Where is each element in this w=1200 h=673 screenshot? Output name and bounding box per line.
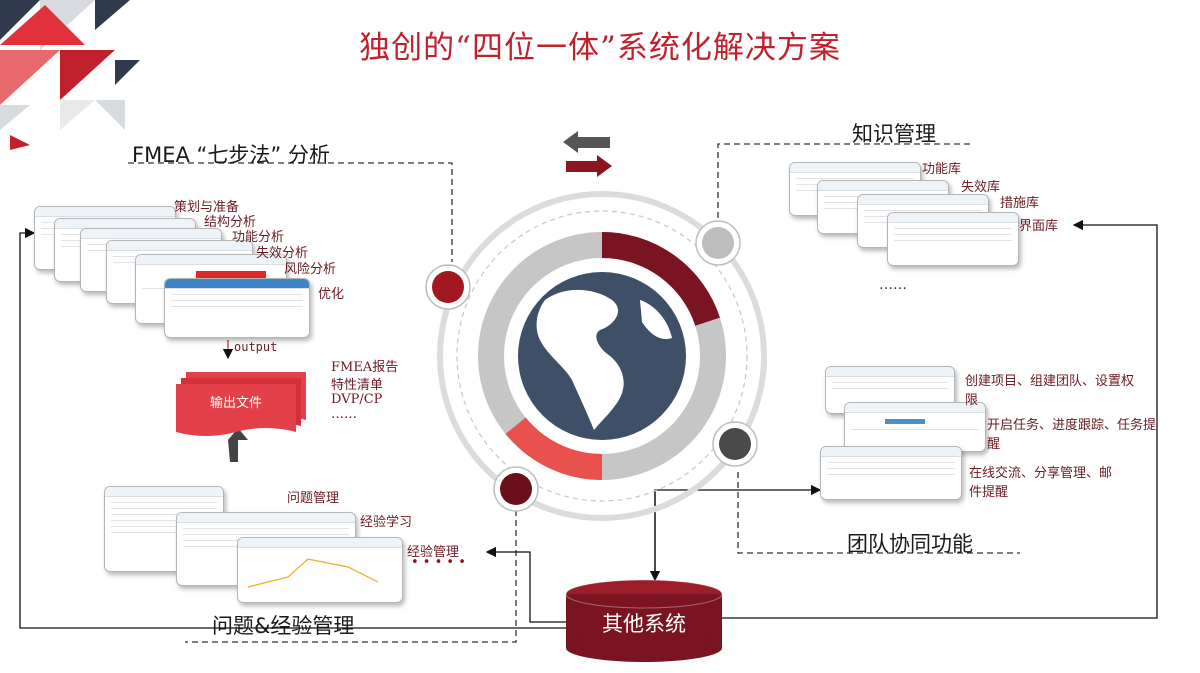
team-screenshot [844, 402, 986, 452]
library-screenshot [887, 212, 1019, 266]
output-document: 输出文件 [209, 396, 262, 411]
library-label: 界面库 [1019, 219, 1059, 234]
team-feature: 开启任务、进度跟踪、任务提醒 [987, 418, 1157, 452]
page-title: 独创的“四位一体”系统化解决方案 [359, 30, 841, 66]
issues-heading: 问题&经验管理 [212, 614, 355, 638]
knowledge-more: …… [879, 277, 907, 293]
library-label: 功能库 [922, 162, 962, 177]
team-feature: 在线交流、分享管理、邮件提醒 [969, 466, 1113, 500]
fmea-step-label: 功能分析 [232, 230, 285, 245]
output-item: …… [331, 407, 357, 422]
corner-triangles [0, 0, 140, 150]
fmea-step-label: 结构分析 [204, 215, 257, 230]
library-label: 措施库 [1000, 196, 1040, 211]
fmea-step-label: 策划与准备 [174, 200, 240, 215]
fmea-step-label: 风险分析 [284, 262, 337, 277]
output-item: FMEA报告 [331, 360, 399, 375]
team-feature: 创建项目、组建团队、设置权限 [965, 374, 1135, 408]
fmea-step-screenshot [164, 278, 310, 338]
knowledge-heading: 知识管理 [852, 122, 936, 146]
team-screenshot [820, 446, 962, 500]
fmea-step-label: 优化 [318, 287, 345, 302]
issue-item-label: 问题管理 [287, 491, 340, 506]
issue-more: • • • • • [411, 555, 466, 570]
team-heading: 团队协同功能 [847, 532, 973, 556]
output-item: DVP/CP [331, 392, 383, 407]
library-label: 失效库 [961, 180, 1001, 195]
output-item: 特性清单 [331, 378, 384, 393]
issue-item-label: 经验学习 [360, 515, 413, 530]
output-label: output [234, 340, 278, 354]
fmea-step-label: 失效分析 [256, 246, 309, 261]
issue-item-label: 经验管理 [407, 545, 460, 560]
issue-screenshot [237, 537, 403, 603]
other-systems-database: 其他系统 [602, 612, 686, 636]
fmea-heading: FMEA “七步法” 分析 [132, 143, 330, 167]
